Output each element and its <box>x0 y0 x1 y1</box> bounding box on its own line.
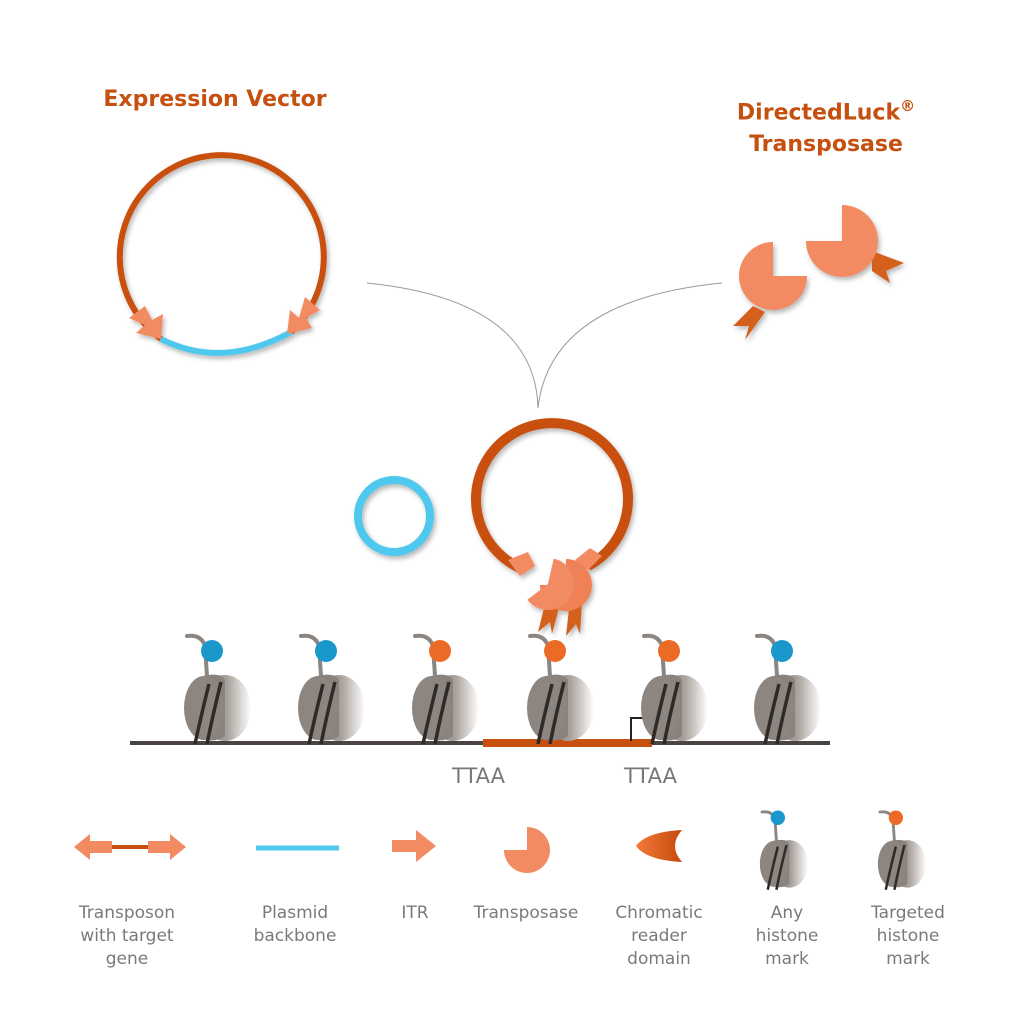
legend-transposase-label: Transposase <box>473 903 579 923</box>
histone-mark-blue <box>771 640 793 662</box>
nucleosome-blue-mark <box>182 633 253 746</box>
legend-itr-icon <box>392 830 436 862</box>
legend-itr-label: ITR <box>401 903 429 923</box>
connector-curve-left <box>366 282 539 409</box>
transposon-complex <box>471 418 633 636</box>
expression-vector-plasmid <box>116 152 327 356</box>
title-line-1: DirectedLuck <box>736 100 901 126</box>
expression-vector-title: Expression Vector <box>103 87 327 112</box>
histone-mark-blue <box>315 640 337 662</box>
legend-transposase-icon <box>504 827 550 873</box>
promoter-arrow-icon <box>630 717 646 741</box>
legend-any-mark-icon <box>758 810 810 892</box>
ttaa-site-right: TTAA <box>624 764 677 788</box>
legend-targeted-mark-icon <box>876 810 928 892</box>
itr-arrow-left <box>129 306 163 339</box>
registered-mark: ® <box>900 97 916 115</box>
legend-transposon-icon <box>74 834 186 860</box>
nucleosome-orange-mark <box>410 633 481 746</box>
histone-mark-blue <box>201 640 223 662</box>
transposase-pair-icon <box>733 205 904 340</box>
title-line-2: Transposase <box>749 132 903 158</box>
nucleosome-blue-mark <box>752 633 823 746</box>
nucleosome-row <box>182 633 823 746</box>
directedluck-transposase-title: DirectedLuck® Transposase <box>736 90 916 161</box>
nucleosome-orange-mark <box>639 633 710 746</box>
ttaa-site-left: TTAA <box>452 764 505 788</box>
histone-mark-orange <box>544 640 566 662</box>
histone-mark-orange <box>658 640 680 662</box>
connector-curve-right <box>537 282 723 409</box>
plasmid-backbone-circle <box>354 476 434 556</box>
legend-reader-icon <box>636 830 682 862</box>
nucleosome-orange-mark <box>525 633 596 746</box>
histone-mark-orange <box>429 640 451 662</box>
itr-arrow-right <box>287 297 320 334</box>
nucleosome-blue-mark <box>296 633 367 746</box>
